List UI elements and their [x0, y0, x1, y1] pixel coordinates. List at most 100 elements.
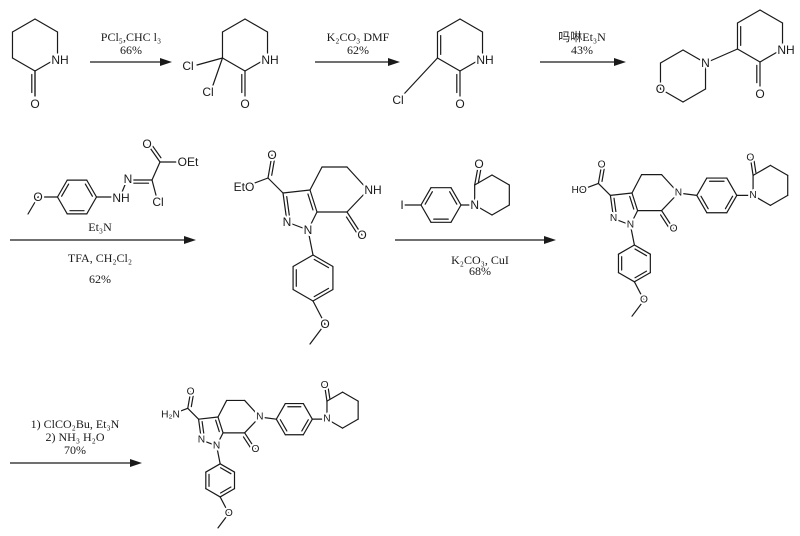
iodide-phenyl-ring-double-bond-inner	[449, 191, 458, 205]
m6-methoxyphenyl-ring-bond	[617, 272, 636, 283]
m7-ome-bond	[219, 496, 230, 515]
m5-pyrazole-cn-double-inner	[286, 196, 291, 219]
step6-yield: 70%	[64, 443, 86, 457]
m7-acyl-x-bond	[169, 407, 189, 416]
m7-pyrazole-cn-double	[197, 418, 203, 441]
hydrazone-anisole-ring-double-bond	[86, 179, 98, 198]
step2-reagent: K₂CO₃ DMF	[327, 30, 390, 44]
m7-methoxyphenyl-ring-double-bond-inner	[219, 486, 232, 494]
m6-lactam-bond	[660, 192, 680, 212]
step1-reagent: PCl₅,CHC l₃	[101, 30, 161, 44]
m5-lactam-carbonyl	[346, 211, 363, 236]
m6-methyl-bond	[631, 299, 645, 317]
m5-pyrazole-nn-bond	[286, 221, 309, 231]
m5-pyrazole-cc-double-inner	[307, 193, 314, 211]
m7-pyrazole-bond	[215, 432, 224, 447]
m3-nh-label: NH	[476, 53, 493, 67]
m7-piperidinone-ring-bond	[326, 418, 344, 429]
m3-ring-bond	[436, 57, 461, 72]
m7-n2-label: N	[198, 435, 205, 446]
m6-phenylene-ring-double-bond-inner	[700, 195, 709, 210]
hydrazone-n-label: N	[124, 172, 133, 186]
m2-ring-bond	[221, 18, 246, 33]
m2-ring-bond	[244, 57, 269, 72]
m4-morpholine-o-label: O	[656, 82, 665, 96]
step6-reagent-1: 1) ClCO₂Bu, Et₃N	[31, 417, 120, 431]
m6-acyl-carbonyl-inner	[601, 167, 605, 182]
hydrazone-anisole-ring-double-bond-inner	[84, 183, 93, 197]
m6-n2-label: N	[610, 213, 617, 224]
hydrazone-methyl-bond	[27, 196, 39, 215]
m6-piperidinone-ring-bond	[769, 194, 789, 206]
step3-yield: 43%	[571, 43, 593, 57]
iodide-phenyl-ring-bond	[450, 204, 462, 223]
m3-ring-bond	[459, 57, 484, 72]
m7-piperidinone-n-label: N	[323, 414, 330, 425]
m7-lactam-bond	[244, 399, 261, 418]
m6-methoxyphenyl-ring-double-bond-inner	[634, 248, 648, 257]
arrow-step-1-head	[160, 58, 172, 66]
m7-lactam-carbonyl	[244, 432, 257, 450]
m7-methoxyphenyl-ring-double-bond	[219, 463, 236, 473]
m6-acyl-substituent-label: HO	[572, 185, 587, 196]
m6-methoxyphenyl-ring-bond	[617, 244, 636, 255]
m5-n-aryl-bond	[307, 229, 314, 256]
m5-lactam-o-label: O	[357, 228, 366, 242]
step3-reagent: 吗啉Et₃N	[558, 30, 606, 44]
m4-ring-bond	[759, 9, 784, 24]
m7-piperidinone-ring-bond	[341, 391, 359, 402]
iodide-piperidinone-ring-bond	[491, 204, 510, 216]
m5-methoxyphenyl-ring-bond	[292, 254, 314, 268]
m7-phenylene-ring-double-bond-inner	[279, 419, 288, 432]
m6-lactam-o-label: O	[670, 224, 678, 235]
hydrazone-o-label: O	[33, 190, 42, 204]
m7-pyrazole-nn-bond	[200, 439, 218, 447]
m7-phenylene-ring-double-bond-inner	[301, 419, 309, 432]
m7-acyl-carbonyl	[187, 391, 192, 409]
hydrazone-carbonyl-inner	[151, 144, 162, 159]
m5-methoxyphenyl-ring-double-bond-inner	[313, 287, 330, 298]
m1-oxygen-label: O	[30, 97, 39, 111]
bonds-layer	[10, 9, 789, 529]
m1-ring-bond	[34, 57, 59, 72]
m7-n-aryl-bond	[215, 445, 221, 465]
m6-n1-label: N	[627, 220, 634, 231]
iodide-piperidinone-carbonyl-inner	[477, 169, 482, 184]
hydrazone-carbonyl-o-label: O	[142, 137, 151, 151]
m7-methoxyphenyl-ring-bond	[205, 463, 221, 473]
m1-ring-bond	[11, 57, 36, 72]
m5-pyrazole-bond	[282, 189, 311, 194]
m7-phenylene-ring-double-bond	[302, 418, 313, 436]
m5-acyl-substituent-label: EtO	[234, 180, 255, 194]
m5-methyl-bond	[309, 323, 326, 345]
m7-pyrazole-bond	[197, 416, 219, 420]
hydrazone-ccl-bond	[151, 179, 158, 200]
m6-piperidinone-ring-bond	[752, 164, 772, 176]
m6-lactam-carbonyl-inner	[659, 214, 670, 229]
m5-n1-label: N	[304, 223, 313, 237]
m3-chlorine-label: Cl	[392, 93, 403, 107]
m7-acyl-carbonyl-inner	[190, 394, 194, 408]
iodide-i-label: I	[400, 198, 403, 212]
m2-cl-bond	[196, 57, 224, 66]
m5-acyl-bond	[267, 177, 284, 194]
m6-methoxyphenyl-ring-double-bond	[633, 244, 651, 255]
m6-pyrazole-cc-double	[631, 192, 639, 212]
m6-methoxyphenyl-ring-double-bond	[633, 272, 651, 283]
m6-pyrazole-bond	[629, 210, 639, 226]
hydrazone-anisole-ring-double-bond-inner	[61, 183, 70, 197]
m3-ring-bond	[436, 18, 461, 33]
hydrazone-cc-bond	[151, 161, 161, 181]
m5-pyrazole-cn-double	[282, 192, 288, 223]
m5-ome-bond	[312, 300, 326, 325]
m7-methoxyphenyl-ring-double-bond-inner	[219, 467, 232, 475]
m2-ring-bond	[221, 57, 246, 72]
m5-methoxyphenyl-ring-double-bond	[312, 288, 334, 302]
step5-reagent: K₂CO₃, CuI	[451, 253, 509, 267]
m6-methoxy-o-label: O	[640, 295, 648, 306]
m4-ring-bond	[759, 48, 784, 63]
m6-lactam-bond	[660, 174, 680, 194]
m7-piperidinone-ring-bond	[341, 418, 359, 429]
hydrazone-nh-label: NH	[112, 191, 129, 205]
